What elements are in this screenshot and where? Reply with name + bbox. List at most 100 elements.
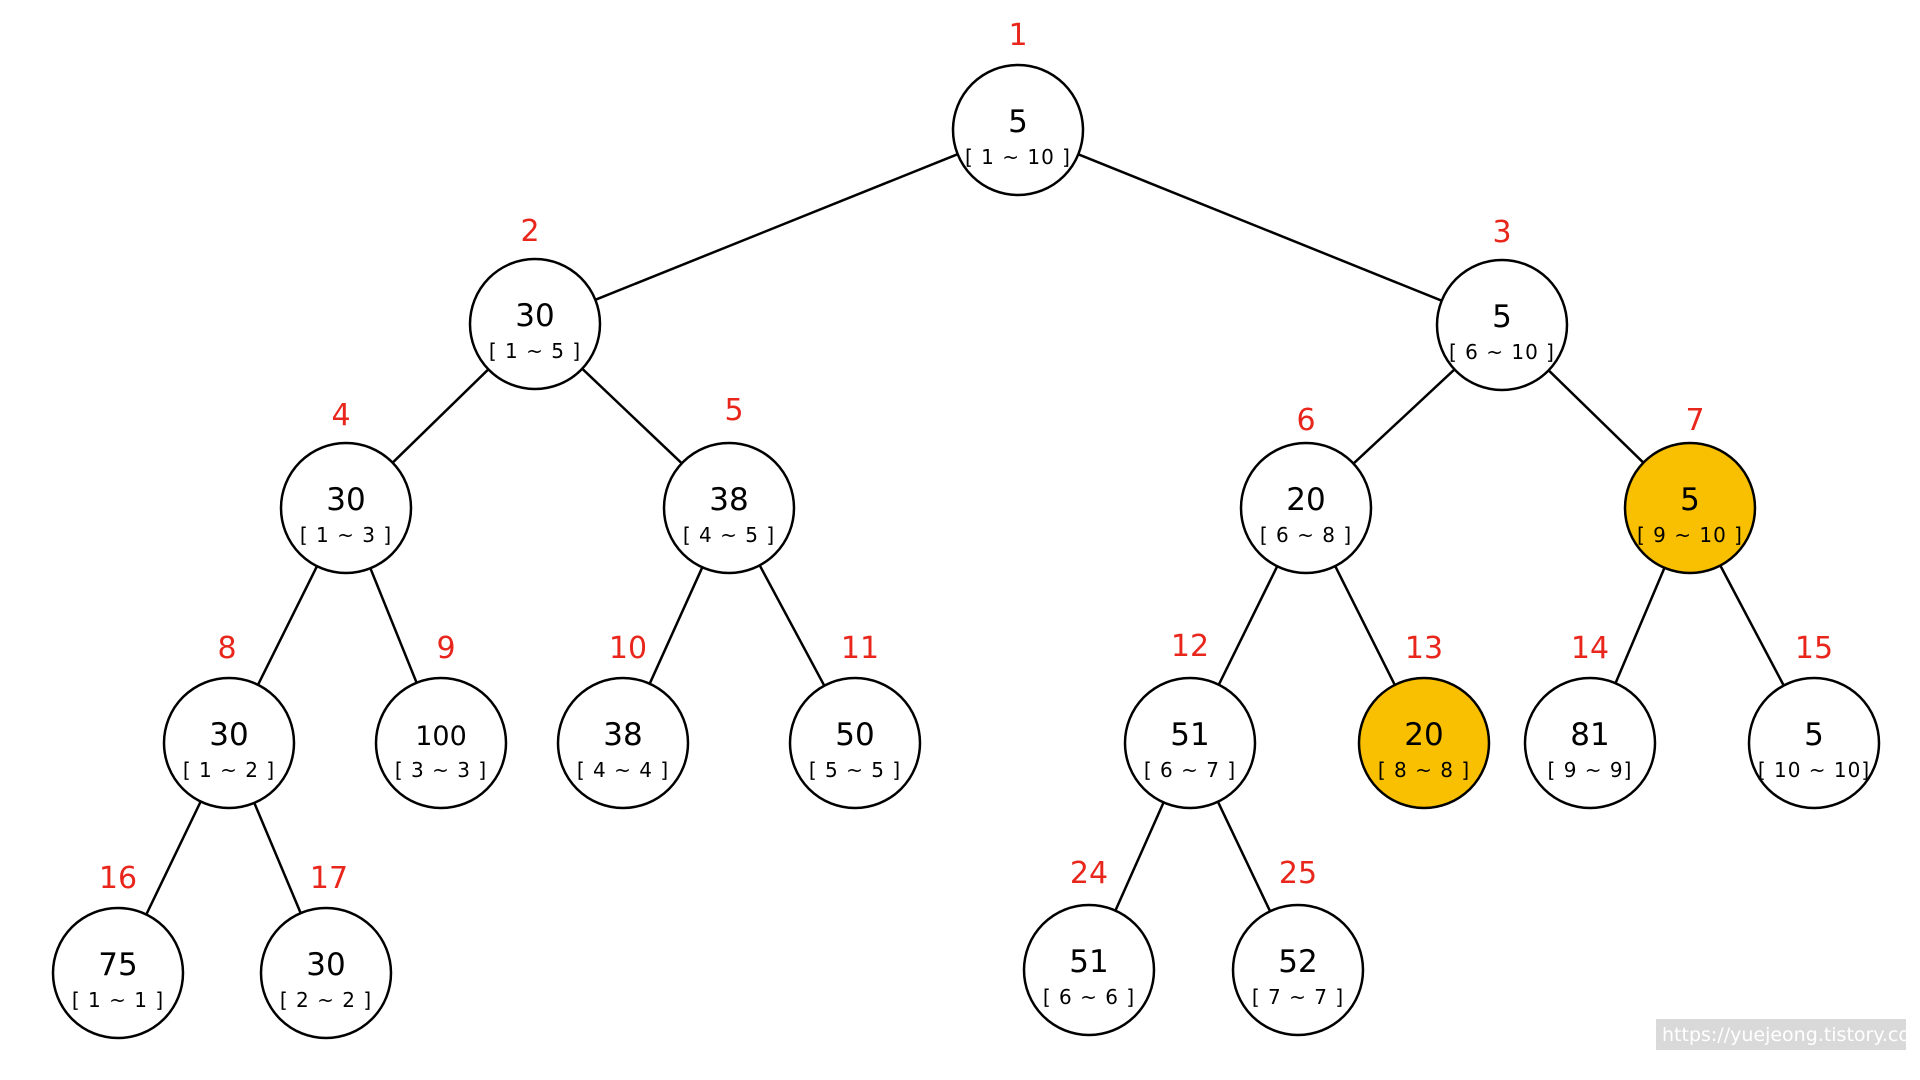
tree-node-10: 38 [ 4 ~ 4 ] 10 bbox=[556, 631, 690, 810]
node-value-9: 100 bbox=[415, 721, 467, 752]
node-range-10: [ 4 ~ 4 ] bbox=[577, 758, 669, 782]
node-circle-11 bbox=[788, 676, 922, 810]
edges-layer bbox=[145, 153, 1785, 916]
node-value-1: 5 bbox=[1008, 104, 1028, 140]
node-index-label-6: 6 bbox=[1296, 403, 1315, 438]
node-circle-12 bbox=[1123, 676, 1257, 810]
watermark: https://yuejeong.tistory.com bbox=[1656, 1019, 1920, 1050]
node-index-label-7: 7 bbox=[1685, 403, 1704, 438]
node-value-13: 20 bbox=[1404, 717, 1443, 753]
node-circle-4 bbox=[279, 441, 413, 575]
node-range-1: [ 1 ~ 10 ] bbox=[965, 145, 1071, 169]
node-index-label-1: 1 bbox=[1008, 18, 1027, 53]
tree-node-12: 51[ 6 ~ 7 ]12 bbox=[1123, 629, 1257, 810]
node-value-25: 52 bbox=[1278, 944, 1317, 980]
tree-node-11: 50 [ 5 ~ 5 ] 11 bbox=[788, 631, 922, 810]
edge-4-9 bbox=[369, 567, 418, 684]
edge-12-25 bbox=[1216, 801, 1272, 912]
node-index-label-10: 10 bbox=[609, 631, 647, 666]
edge-2-4 bbox=[391, 368, 490, 464]
edge-7-15 bbox=[1719, 564, 1785, 687]
node-value-11: 50 bbox=[835, 717, 874, 753]
node-circle-5 bbox=[662, 441, 796, 575]
edge-2-5 bbox=[581, 367, 683, 465]
node-index-label-17: 17 bbox=[310, 861, 348, 896]
tree-node-9: 100[ 3 ~ 3 ]9 bbox=[374, 631, 508, 810]
node-index-label-8: 8 bbox=[217, 631, 236, 666]
node-circle-8 bbox=[162, 676, 296, 810]
edge-4-8 bbox=[256, 565, 319, 686]
tree-node-4: 30[ 1 ~ 3 ]4 bbox=[279, 398, 413, 575]
tree-node-8: 30 [ 1 ~ 2 ] 8 bbox=[162, 631, 296, 810]
node-range-16: [ 1 ~ 1 ] bbox=[72, 988, 164, 1012]
node-index-label-12: 12 bbox=[1171, 629, 1209, 664]
tree-node-13: 20 [ 8 ~ 8 ] 13 bbox=[1357, 631, 1491, 810]
node-circle-15 bbox=[1747, 676, 1881, 810]
node-circle-1 bbox=[951, 63, 1085, 197]
node-index-label-14: 14 bbox=[1571, 631, 1609, 666]
node-circle-2 bbox=[468, 257, 602, 391]
node-value-24: 51 bbox=[1069, 944, 1108, 980]
tree-node-3: 5 [ 6 ~ 10 ] 3 bbox=[1435, 215, 1569, 392]
node-value-3: 5 bbox=[1492, 299, 1512, 335]
tree-node-15: 5[ 10 ~ 10]15 bbox=[1747, 631, 1881, 810]
node-index-label-13: 13 bbox=[1405, 631, 1443, 666]
node-circle-25 bbox=[1231, 903, 1365, 1037]
tree-node-7: 5[ 9 ~ 10 ]7 bbox=[1623, 403, 1757, 575]
node-index-label-3: 3 bbox=[1492, 215, 1511, 250]
watermark-text: https://yuejeong.tistory.com bbox=[1662, 1024, 1920, 1046]
node-value-17: 30 bbox=[306, 947, 345, 983]
node-index-label-11: 11 bbox=[841, 631, 879, 666]
node-value-16: 75 bbox=[98, 947, 137, 983]
node-range-13: [ 8 ~ 8 ] bbox=[1378, 758, 1470, 782]
node-range-15: [ 10 ~ 10] bbox=[1758, 758, 1870, 782]
tree-node-24: 51[ 6 ~ 6 ]24 bbox=[1022, 856, 1156, 1037]
node-index-label-9: 9 bbox=[436, 631, 455, 666]
tree-node-14: 81 [ 9 ~ 9] 14 bbox=[1523, 631, 1657, 810]
edge-7-14 bbox=[1614, 567, 1666, 684]
edge-8-17 bbox=[253, 802, 302, 914]
node-value-10: 38 bbox=[603, 717, 642, 753]
edge-6-12 bbox=[1217, 565, 1279, 686]
node-value-15: 5 bbox=[1804, 717, 1824, 753]
node-value-7: 5 bbox=[1680, 482, 1700, 518]
node-range-5: [ 4 ~ 5 ] bbox=[683, 523, 775, 547]
node-value-2: 30 bbox=[515, 298, 554, 334]
tree-node-6: 20[ 6 ~ 8 ]6 bbox=[1239, 403, 1373, 575]
tree-node-1: 5 [ 1 ~ 10 ] 1 bbox=[951, 18, 1085, 197]
tree-node-16: 75[ 1 ~ 1 ]16 bbox=[51, 861, 185, 1040]
node-circle-24 bbox=[1022, 903, 1156, 1037]
node-index-label-5: 5 bbox=[724, 393, 743, 428]
node-range-3: [ 6 ~ 10 ] bbox=[1449, 340, 1555, 364]
node-range-14: [ 9 ~ 9] bbox=[1548, 758, 1633, 782]
node-circle-7 bbox=[1623, 441, 1757, 575]
node-range-24: [ 6 ~ 6 ] bbox=[1043, 985, 1135, 1009]
node-circle-6 bbox=[1239, 441, 1373, 575]
edge-1-2 bbox=[594, 153, 959, 301]
node-circle-14 bbox=[1523, 676, 1657, 810]
tree-node-2: 30[ 1 ~ 5 ]2 bbox=[468, 214, 602, 391]
node-circle-13 bbox=[1357, 676, 1491, 810]
edge-5-11 bbox=[758, 564, 826, 687]
tree-node-25: 52 [ 7 ~ 7 ] 25 bbox=[1231, 856, 1365, 1037]
edge-6-13 bbox=[1334, 565, 1396, 686]
node-range-17: [ 2 ~ 2 ] bbox=[280, 988, 372, 1012]
node-circle-16 bbox=[51, 906, 185, 1040]
node-index-label-25: 25 bbox=[1279, 856, 1317, 891]
node-index-label-2: 2 bbox=[520, 214, 539, 249]
node-range-11: [ 5 ~ 5 ] bbox=[809, 758, 901, 782]
node-range-25: [ 7 ~ 7 ] bbox=[1252, 985, 1344, 1009]
tree-node-17: 30 [ 2 ~ 2 ] 17 bbox=[259, 861, 393, 1040]
edge-12-24 bbox=[1114, 801, 1165, 912]
edge-8-16 bbox=[145, 800, 202, 916]
node-circle-17 bbox=[259, 906, 393, 1040]
node-value-8: 30 bbox=[209, 717, 248, 753]
nodes-layer: 5[ 1 ~ 10 ]130[ 1 ~ 5 ]25[ 6 ~ 10 ]330[ … bbox=[51, 18, 1881, 1040]
node-range-4: [ 1 ~ 3 ] bbox=[300, 523, 392, 547]
edge-3-7 bbox=[1547, 369, 1645, 464]
node-value-5: 38 bbox=[709, 482, 748, 518]
node-value-6: 20 bbox=[1286, 482, 1325, 518]
node-value-14: 81 bbox=[1570, 717, 1609, 753]
node-range-8: [ 1 ~ 2 ] bbox=[183, 758, 275, 782]
